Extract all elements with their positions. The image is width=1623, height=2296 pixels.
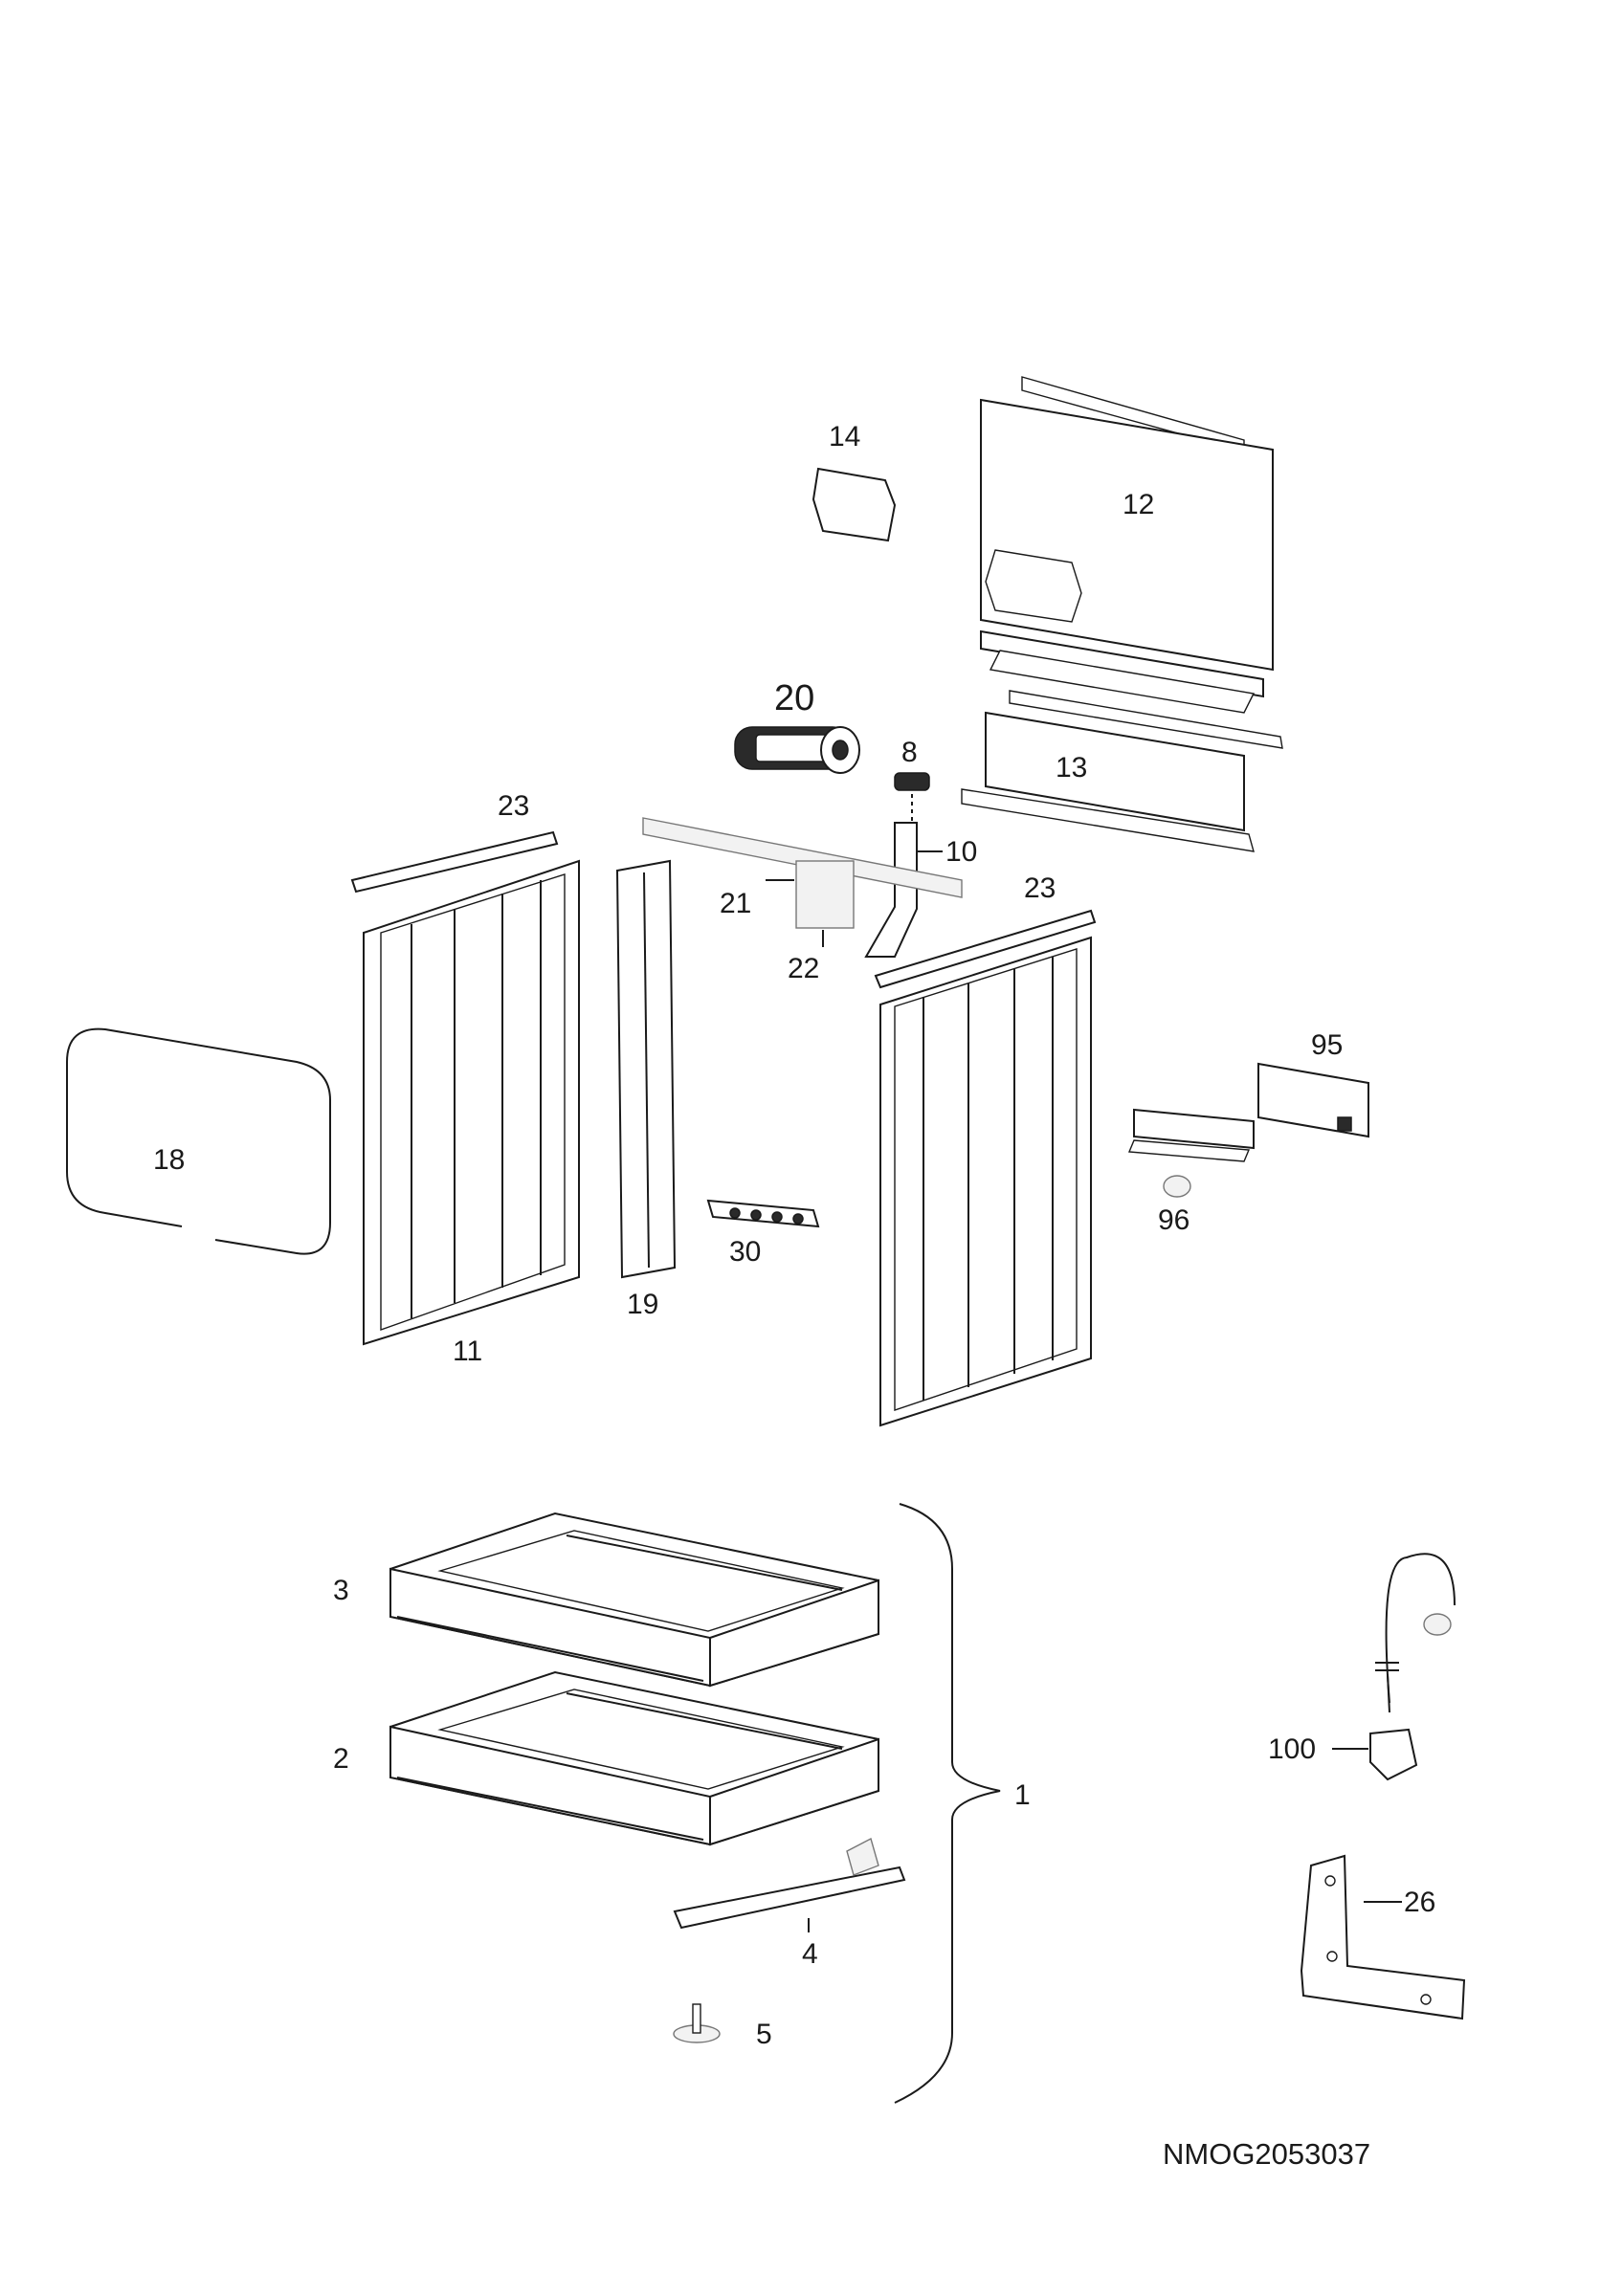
part-13-channel	[961, 690, 1283, 852]
callout-20: 20	[774, 678, 814, 718]
callout-23-left: 23	[498, 790, 529, 822]
callout-11: 11	[453, 1336, 482, 1367]
part-20-fan-motor	[734, 726, 860, 774]
callout-19: 19	[627, 1289, 658, 1320]
part-100-power-cord	[1332, 1553, 1456, 1781]
part-19-vertical-support	[615, 859, 677, 1279]
callout-96: 96	[1158, 1204, 1189, 1236]
callout-14: 14	[829, 421, 860, 453]
part-4-drawer-rail	[673, 1837, 906, 1932]
callout-18: 18	[153, 1144, 185, 1176]
part-23-left-rail	[350, 830, 559, 894]
part-14-cover-plate	[812, 467, 897, 542]
part-right-side-panel	[879, 936, 1092, 1427]
callout-8: 8	[901, 737, 918, 768]
part-12-rear-panel	[980, 376, 1274, 714]
part-5-adjustable-foot	[673, 2003, 721, 2043]
part-bracket	[1127, 1108, 1255, 1162]
callout-13: 13	[1056, 752, 1087, 784]
diagram-code: NMOG2053037	[1163, 2137, 1370, 2171]
callout-100: 100	[1268, 1733, 1316, 1765]
callout-3: 3	[333, 1575, 349, 1606]
part-18-door-seal	[66, 1027, 331, 1255]
part-96-lamp	[1163, 1175, 1191, 1198]
part-95-control-board	[1257, 1062, 1369, 1138]
callout-2: 2	[333, 1743, 349, 1775]
part-2-lower-drawer	[389, 1670, 879, 1846]
part-26-l-bracket	[1300, 1854, 1466, 2020]
part-11-left-side-panel	[363, 859, 580, 1346]
part-21-frame	[642, 817, 963, 929]
callout-23-right: 23	[1024, 872, 1056, 904]
callout-1: 1	[1014, 1779, 1031, 1811]
part-10-duct	[864, 822, 943, 958]
callout-5: 5	[756, 2019, 772, 2050]
part-23-right-rail	[874, 909, 1097, 989]
part-8-grommet	[894, 772, 930, 821]
callout-10: 10	[945, 836, 977, 868]
callout-95: 95	[1311, 1029, 1343, 1061]
brace-part-1	[894, 1503, 1001, 2104]
part-30-terminal-block	[706, 1199, 820, 1228]
callout-22: 22	[788, 953, 819, 984]
part-3-upper-drawer	[389, 1512, 879, 1688]
callout-12: 12	[1123, 489, 1154, 520]
callout-4: 4	[802, 1938, 818, 1970]
callout-21: 21	[720, 888, 751, 919]
callout-26: 26	[1404, 1887, 1435, 1918]
callout-30: 30	[729, 1236, 761, 1268]
